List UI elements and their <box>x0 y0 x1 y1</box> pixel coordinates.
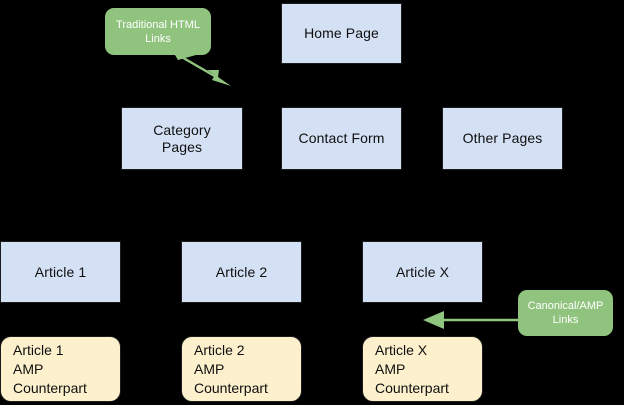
node-article-1[interactable]: Article 1 <box>0 241 121 303</box>
node-home-page-label: Home Page <box>304 25 379 41</box>
amp-line-3: Counterpart <box>375 379 449 396</box>
callout-traditional-html-links[interactable]: Traditional HTML Links <box>105 8 211 55</box>
node-article-x-amp-counterpart[interactable]: Article X AMP Counterpart <box>362 336 483 402</box>
node-article-x[interactable]: Article X <box>362 241 483 303</box>
node-other-pages-label: Other Pages <box>462 130 543 146</box>
node-contact-form[interactable]: Contact Form <box>281 107 402 170</box>
amp-line-1: Article X <box>375 341 428 358</box>
amp-line-1: Article 1 <box>13 341 64 358</box>
arrow-canonical-amp-links-head <box>423 311 444 329</box>
node-category-pages-label: Category Pages <box>153 121 211 155</box>
callout-line-2: Links <box>145 32 171 45</box>
amp-line-1: Article 2 <box>194 341 245 358</box>
node-article-2[interactable]: Article 2 <box>181 241 302 303</box>
node-article-2-label: Article 2 <box>215 263 268 280</box>
amp-line-3: Counterpart <box>13 379 87 396</box>
callout-traditional-html-links-text: Traditional HTML Links <box>116 18 200 46</box>
callout-canonical-amp-links-text: Canonical/AMP Links <box>528 299 604 327</box>
node-home-page[interactable]: Home Page <box>281 3 402 64</box>
node-article-2-amp-counterpart[interactable]: Article 2 AMP Counterpart <box>181 336 302 402</box>
node-article-1-amp-counterpart[interactable]: Article 1 AMP Counterpart <box>0 336 121 402</box>
callout-canonical-amp-links[interactable]: Canonical/AMP Links <box>518 290 613 336</box>
callout-line-2: Links <box>552 314 579 326</box>
node-contact-form-label: Contact Form <box>298 130 385 146</box>
amp-line-2: AMP <box>13 360 44 377</box>
amp-line-2: AMP <box>375 360 406 377</box>
callout-line-1: Canonical/AMP <box>527 300 604 312</box>
arrow-traditional-html-links-head <box>207 70 231 86</box>
amp-line-2: AMP <box>194 360 225 377</box>
node-article-1-label: Article 1 <box>34 263 87 280</box>
amp-line-3: Counterpart <box>194 379 268 396</box>
node-other-pages[interactable]: Other Pages <box>442 107 563 170</box>
node-category-pages[interactable]: Category Pages <box>121 107 243 170</box>
callout-line-1: Traditional HTML <box>116 18 200 31</box>
node-article-x-label: Article X <box>395 263 450 280</box>
arrow-traditional-html-links-line <box>172 50 219 80</box>
